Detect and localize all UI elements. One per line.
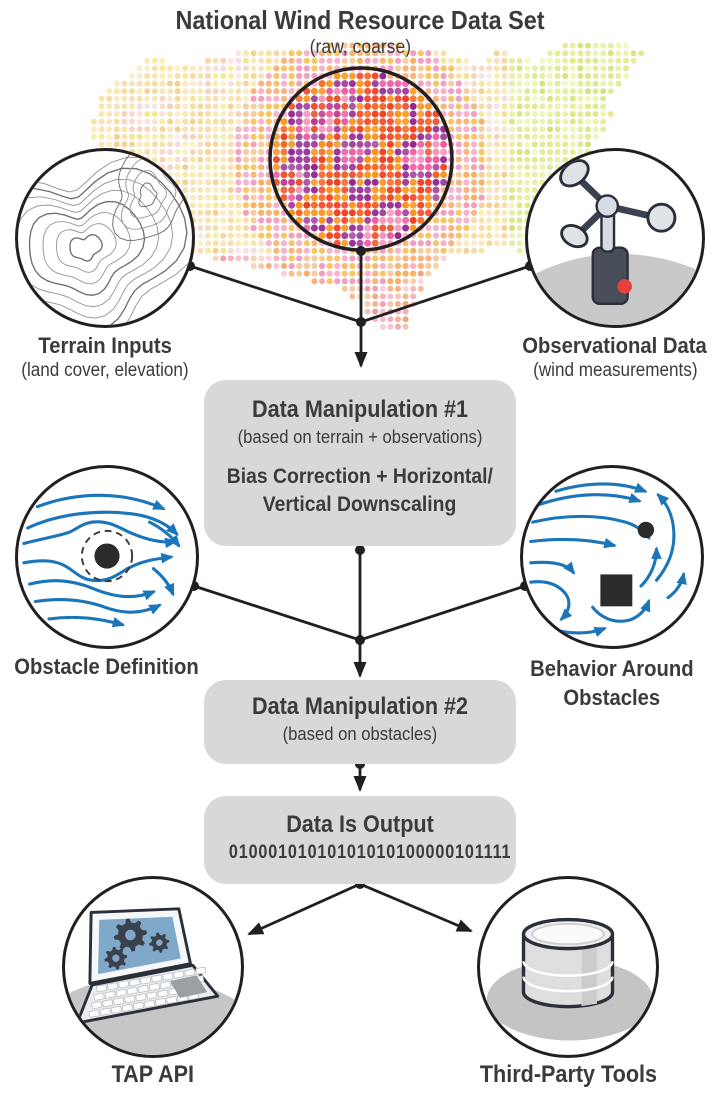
laptop-gears-icon <box>65 907 241 1055</box>
gears-icon <box>104 918 170 970</box>
manipulation2-subtitle: (based on obstacles) <box>282 723 438 744</box>
observational-data-node <box>525 148 705 328</box>
anemometer-icon <box>528 159 702 325</box>
manipulation2-title: Data Manipulation #2 <box>251 693 469 720</box>
obstacle-definition-label: Obstacle Definition <box>14 654 200 679</box>
obstacle-buffer-ring <box>80 529 134 583</box>
output-title: Data Is Output <box>286 811 434 838</box>
manipulation1-title: Data Manipulation #1 <box>251 396 469 423</box>
obstacle-definition-node <box>15 465 199 649</box>
manipulation1-subtitle: (based on terrain + observations) <box>237 426 483 447</box>
observational-data-sublabel: (wind measurements) <box>532 360 698 381</box>
observational-data-label: Observational Data <box>522 333 708 358</box>
data-manipulation-2-box: Data Manipulation #2 (based on obstacles… <box>204 680 516 764</box>
terrain-inputs-sublabel: (land cover, elevation) <box>21 360 189 381</box>
tap-api-node <box>62 876 244 1058</box>
page-title: National Wind Resource Data Set <box>175 5 545 35</box>
laptop-touchpad <box>169 975 208 998</box>
streamlines-around-obstacles-icon <box>529 482 687 637</box>
behavior-around-obstacles-node <box>520 465 704 649</box>
anemometer-status-light <box>617 279 632 294</box>
data-output-box: Data Is Output 0100010101010101010000010… <box>204 796 516 884</box>
data-manipulation-1-box: Data Manipulation #1 (based on terrain +… <box>204 380 516 546</box>
obstacle-square <box>600 574 633 607</box>
terrain-inputs-label: Terrain Inputs <box>38 333 172 358</box>
behavior-around-obstacles-label: Behavior Around Obstacles <box>530 656 694 710</box>
manipulation1-body-line2: Vertical Downscaling <box>263 492 457 516</box>
streamlines-around-point-icon <box>22 493 181 628</box>
obstacle-point <box>94 543 120 569</box>
obstacle-point-small <box>637 521 655 539</box>
tap-api-label: TAP API <box>111 1061 195 1088</box>
manipulation1-body-line1: Bias Correction + Horizontal/ <box>226 464 494 488</box>
terrain-inputs-node <box>15 148 195 328</box>
third-party-tools-label: Third-Party Tools <box>479 1061 657 1088</box>
database-icon <box>486 917 654 1041</box>
contour-map-icon <box>18 151 192 325</box>
third-party-tools-node <box>477 876 659 1058</box>
page-subtitle: (raw, coarse) <box>309 36 411 58</box>
output-binary-string: 01000101010101010100000101111 <box>228 842 512 863</box>
